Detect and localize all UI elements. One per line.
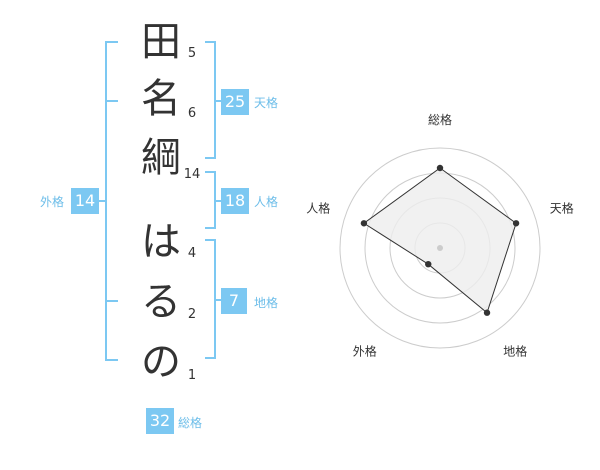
jin-label: 人格 — [254, 195, 279, 209]
radar-polygon — [363, 167, 517, 314]
stroke-count-3: 14 — [183, 167, 201, 182]
radar-point-4 — [425, 260, 432, 268]
name-char-6: の — [141, 339, 181, 385]
name-char-4: は — [141, 219, 181, 265]
gai-label: 外格 — [40, 195, 65, 209]
stroke-count-4: 4 — [187, 246, 197, 261]
stroke-count-5: 2 — [187, 307, 197, 322]
chi-value: 7 — [221, 288, 247, 314]
radar-point-3 — [483, 309, 491, 316]
chi-label: 地格 — [254, 296, 279, 310]
radar-point-1 — [436, 164, 444, 172]
name-char-1: 田 — [141, 19, 181, 65]
radar-point-2 — [512, 220, 520, 227]
jin-value: 18 — [221, 188, 249, 214]
so-value: 32 — [146, 408, 174, 434]
stroke-count-6: 1 — [187, 368, 197, 383]
radar-point-5 — [360, 220, 368, 227]
radar-ring-4 — [339, 147, 541, 349]
radar-axis-label-2: 天格 — [550, 200, 574, 215]
name-char-2: 名 — [141, 76, 181, 122]
radar-axis-label-1: 総格 — [428, 112, 452, 127]
stroke-count-2: 6 — [187, 106, 197, 121]
gai-value: 14 — [71, 188, 99, 214]
name-char-5: る — [141, 279, 181, 325]
radar-axis-label-5: 人格 — [306, 200, 330, 215]
so-label: 総格 — [178, 416, 203, 430]
ten-value: 25 — [221, 89, 249, 115]
radar-center-dot — [437, 245, 443, 251]
radar-axis-label-3: 地格 — [503, 344, 527, 359]
stroke-count-1: 5 — [187, 46, 197, 61]
radar-axis-label-4: 外格 — [353, 344, 377, 359]
ten-label: 天格 — [254, 96, 279, 110]
name-char-3: 綱 — [141, 135, 181, 181]
